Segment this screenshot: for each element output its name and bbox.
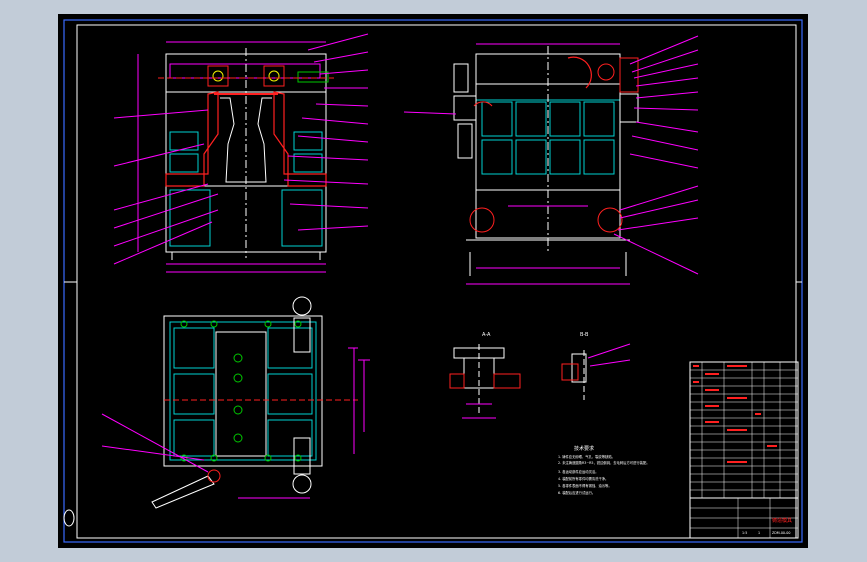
plan-view bbox=[101, 296, 370, 509]
drawing-canvas: A-A B-B 技术要求 1. 铸件应无砂眼、气孔、裂纹等缺陷。 bbox=[63, 19, 803, 543]
section-detail-a: A-A bbox=[449, 332, 521, 419]
tech-req-line: 4. 装配前所有零件均需清洗干净。 bbox=[558, 476, 608, 481]
front-section-view bbox=[113, 33, 369, 273]
tech-req-line: 3. 各运动部件应运动灵活。 bbox=[558, 469, 598, 474]
section-label-b: B-B bbox=[580, 332, 589, 338]
side-view bbox=[403, 35, 699, 285]
tech-req-title: 技术要求 bbox=[574, 445, 594, 452]
section-label-a: A-A bbox=[482, 332, 491, 338]
tech-req-line: 5. 各零件表面不得有锈蚀、油污等。 bbox=[558, 483, 612, 488]
title-block-scale: 1:5 bbox=[742, 531, 747, 535]
drawing-sheet: A-A B-B 技术要求 1. 铸件应无砂眼、气孔、裂纹等缺陷。 bbox=[58, 14, 808, 548]
outer-border bbox=[63, 19, 803, 543]
title-block: 铸造模具 ZDM-00-00 1:5 1 bbox=[689, 497, 799, 539]
parts-list bbox=[689, 361, 799, 499]
tech-req-line: 6. 装配后应进行试运行。 bbox=[558, 490, 595, 495]
title-block-title: 铸造模具 bbox=[772, 517, 792, 524]
technical-requirements: 技术要求 1. 铸件应无砂眼、气孔、裂纹等缺陷。 2. 未注铸造圆角R3~R5，… bbox=[558, 445, 650, 495]
tech-req-line: 2. 未注铸造圆角R3~R5，锐边倒钝，去毛刺后方可进行装配。 bbox=[558, 460, 650, 465]
plan-view-outline bbox=[163, 315, 323, 467]
title-block-drawing-no: ZDM-00-00 bbox=[772, 531, 790, 535]
ucs-icon bbox=[63, 509, 75, 527]
tech-req-line: 1. 铸件应无砂眼、气孔、裂纹等缺陷。 bbox=[558, 454, 615, 459]
title-block-sheet: 1 bbox=[758, 531, 760, 535]
section-detail-b: B-B bbox=[561, 332, 631, 400]
